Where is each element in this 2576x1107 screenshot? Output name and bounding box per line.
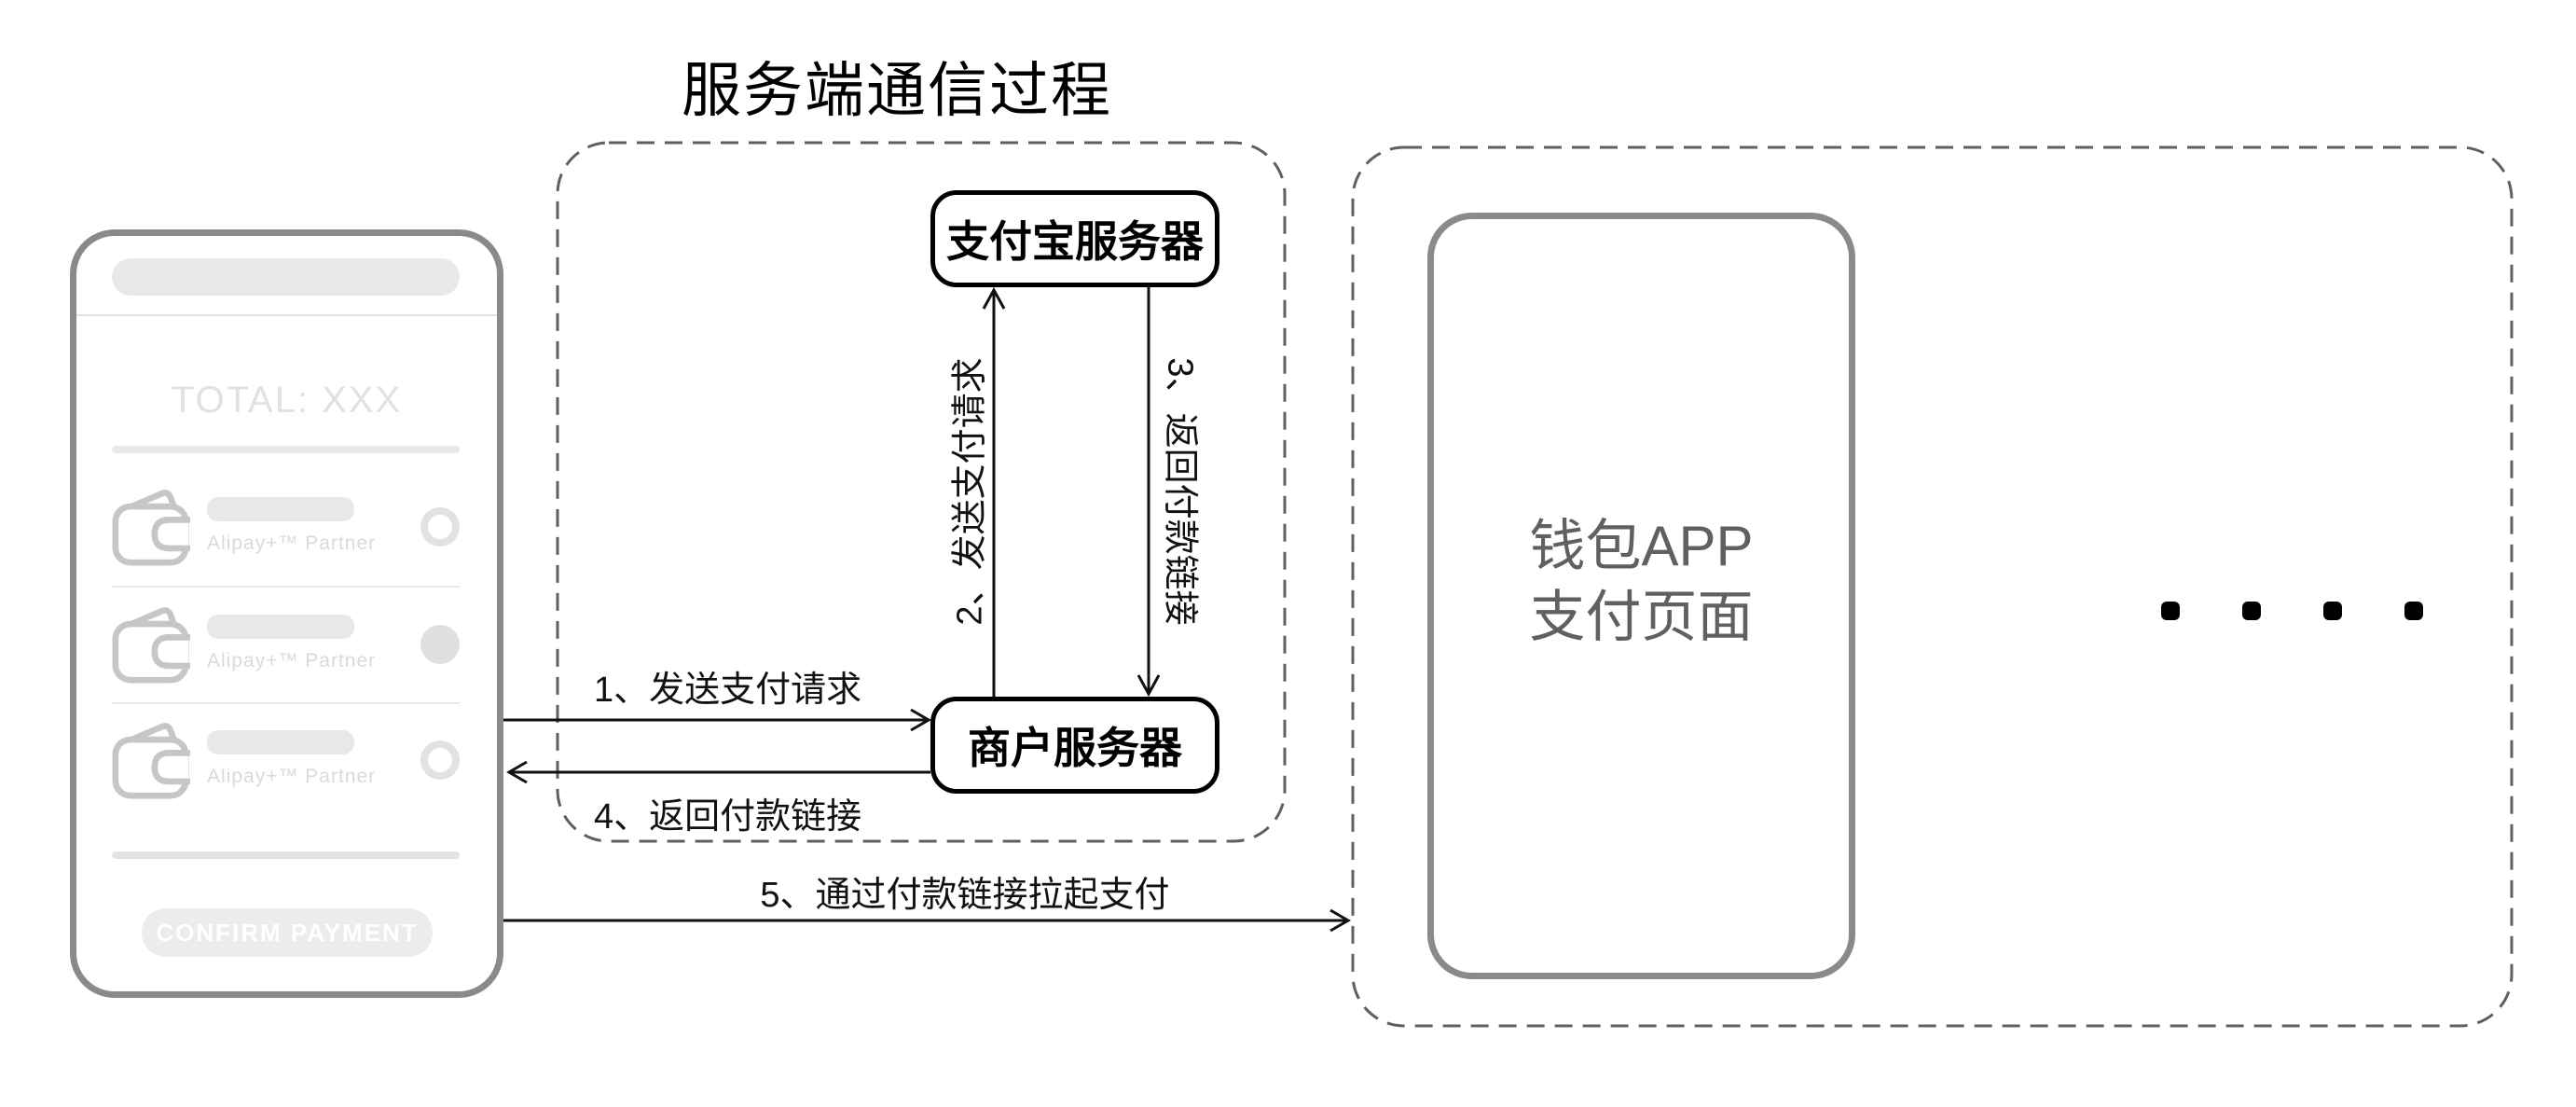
step5-label: 5、通过付款链接拉起支付 [760,876,1170,915]
header-divider [76,314,497,316]
payment-option-row[interactable]: Alipay+™ Partner [112,721,460,799]
wallet-icon [112,490,190,566]
step2-label: 2、发送支付请求 [950,357,990,626]
radio-unselected-icon[interactable] [420,740,460,780]
footer-divider [112,851,460,859]
arrow-step2-up [982,286,1006,697]
wallet-name-placeholder [207,497,354,521]
arrow-step3-down [1136,287,1161,698]
radio-selected-icon[interactable] [420,625,460,664]
wallet-name-placeholder [207,615,354,639]
dot [2404,602,2423,620]
payment-option-row[interactable]: Alipay+™ Partner [112,488,460,566]
wallet-icon [112,723,190,799]
wallet-group-dashed-border [1351,145,2514,1028]
step1-label: 1、发送支付请求 [594,671,862,710]
section-divider [112,446,460,453]
ellipsis-dots [2161,602,2423,620]
payment-option-label: Alipay+™ Partner [207,650,377,671]
dot [2323,602,2342,620]
wallet-app-label-line2: 支付页面 [1529,586,1754,648]
arrow-step4-left [506,760,930,784]
wallet-app-label-line1: 钱包APP [1529,515,1754,577]
wallet-icon [112,607,190,684]
payment-option-label: Alipay+™ Partner [207,533,377,554]
diagram-title: 服务端通信过程 [682,57,1112,124]
wallet-app-phone-frame: 钱包APP 支付页面 [1427,213,1855,979]
dot [2242,602,2261,620]
dot [2161,602,2180,620]
payment-option-row[interactable]: Alipay+™ Partner [112,605,460,684]
alipay-server-node: 支付宝服务器 [930,190,1219,287]
server-group-dashed-border [556,141,1287,843]
radio-unselected-icon[interactable] [420,507,460,547]
confirm-payment-button[interactable]: CONFIRM PAYMENT [142,908,433,957]
step4-label: 4、返回付款链接 [594,797,862,837]
merchant-server-node: 商户服务器 [930,697,1219,794]
checkout-phone-frame: TOTAL: XXX Alipay+™ Partner [70,229,503,998]
step3-label: 3、返回付款链接 [1160,357,1200,626]
payment-option-label: Alipay+™ Partner [207,766,377,787]
row-divider [112,702,460,704]
total-amount-label: TOTAL: XXX [171,380,403,421]
arrow-step5-right [503,908,1351,933]
wallet-app-label: 钱包APP 支付页面 [1434,511,1849,653]
row-divider [112,586,460,588]
header-placeholder-bar [112,258,460,296]
wallet-name-placeholder [207,730,354,754]
arrow-step1-right [503,708,931,732]
